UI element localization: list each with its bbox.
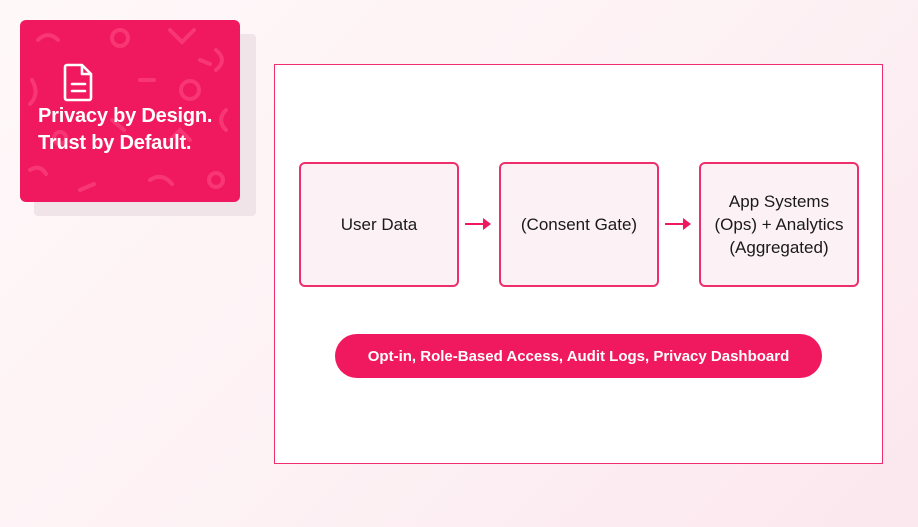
card-background-pattern — [28, 28, 228, 192]
card-title: Privacy by Design. Trust by Default. — [38, 105, 213, 154]
arrow-right-icon — [465, 218, 491, 230]
node-user-data: User Data — [299, 162, 459, 287]
node-consent-gate-label: (Consent Gate) — [520, 215, 638, 234]
feature-card: Privacy by Design. Trust by Default. — [20, 20, 240, 202]
privacy-features-pill: Opt-in, Role-Based Access, Audit Logs, P… — [335, 334, 822, 378]
arrow-right-icon — [665, 218, 691, 230]
node-app-systems-label: App Systems (Ops) + Analytics (Aggregate… — [714, 192, 844, 257]
node-consent-gate: (Consent Gate) — [499, 162, 659, 287]
node-app-systems: App Systems (Ops) + Analytics (Aggregate… — [699, 162, 859, 287]
node-user-data-label: User Data — [340, 215, 418, 234]
document-icon — [63, 63, 93, 102]
